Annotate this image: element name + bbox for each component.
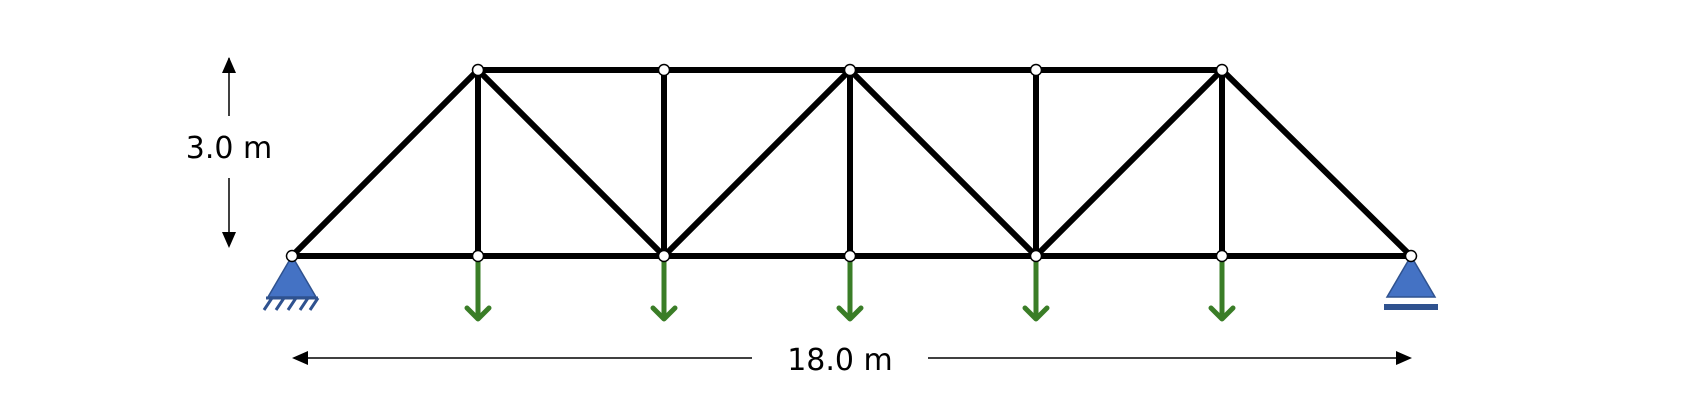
pin-support-hatching [262,297,320,311]
truss-node [471,63,485,77]
truss-members [289,67,1414,259]
span-dimension-left-arrowhead [292,351,308,365]
truss-node [843,63,857,77]
height-dimension-upper-arrowhead [222,57,236,73]
height-dimension-lower-arrowhead [222,232,236,248]
truss-node [1029,63,1043,77]
roller-support-triangle [1385,254,1437,298]
load-arrow [1208,260,1236,322]
truss-nodes [285,63,1418,263]
pin-support [262,254,320,311]
truss-node [657,63,671,77]
truss-member-diagonal [1033,67,1225,259]
span-dimension-label: 18.0 m [787,343,893,378]
truss-node [285,249,299,263]
truss-node [1215,249,1229,263]
truss-node [1029,249,1043,263]
load-arrow [836,260,864,322]
roller-support-base [1384,304,1438,310]
roller-support [1384,254,1438,310]
applied-loads [464,260,1236,322]
truss-member-diagonal [661,67,853,259]
height-dimension: 3.0 m [186,57,272,248]
span-dimension-right-arrowhead [1396,351,1412,365]
truss-member-end-diagonal [1219,67,1414,259]
truss-member-diagonal [475,67,667,259]
span-dimension: 18.0 m [292,343,1412,378]
truss-node [471,249,485,263]
truss-node [1404,249,1418,263]
truss-member-diagonal [847,67,1039,259]
truss-node [843,249,857,263]
load-arrow [464,260,492,322]
truss-node [657,249,671,263]
height-dimension-label: 3.0 m [186,131,272,166]
load-arrow [650,260,678,322]
truss-node [1215,63,1229,77]
load-arrow [1022,260,1050,322]
truss-member-end-diagonal [289,67,481,259]
